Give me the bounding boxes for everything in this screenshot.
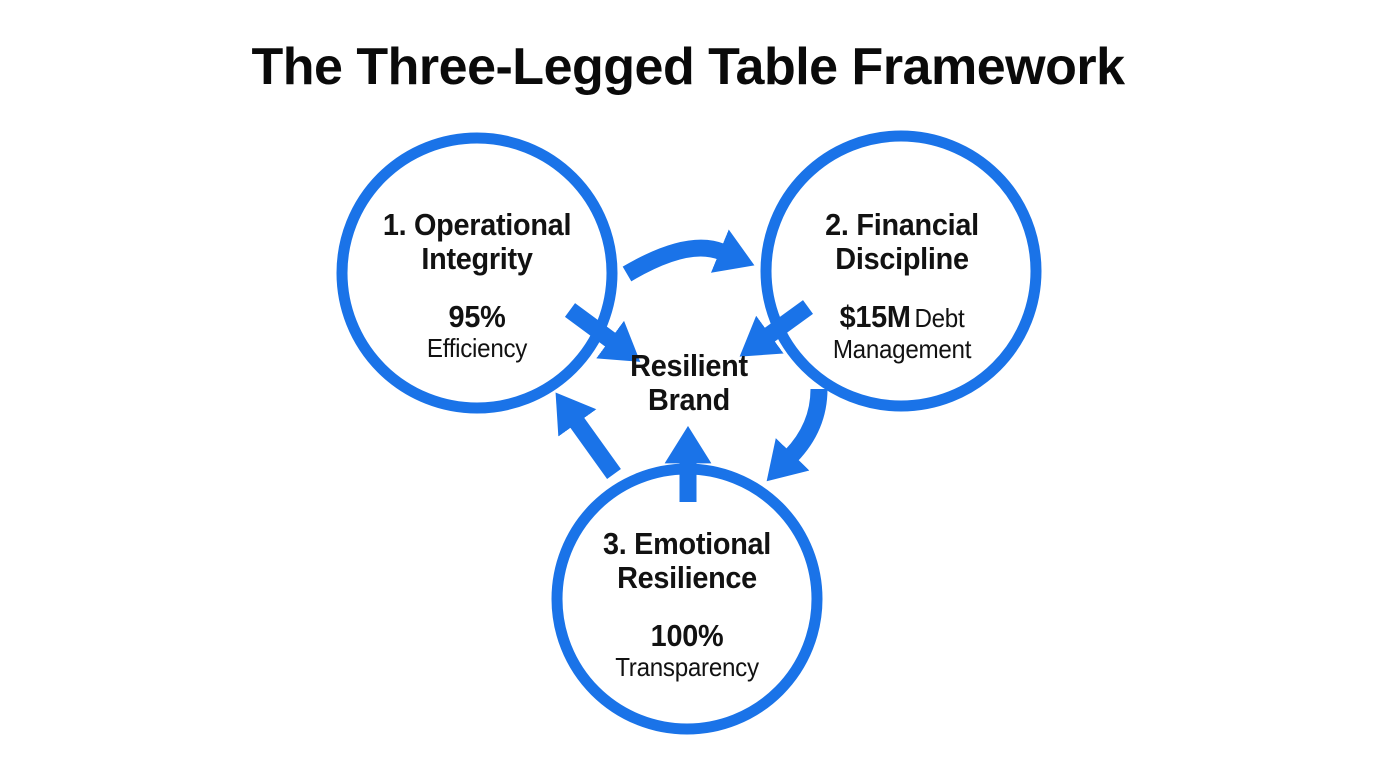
stat-value: 100%: [650, 618, 724, 653]
stat-value: $15M: [839, 299, 911, 334]
node-financial-discipline: 2. Financial Discipline $15M Debt Manage…: [795, 208, 1009, 365]
node-operational-integrity: 1. Operational Integrity 95% Efficiency: [351, 208, 602, 364]
page-title: The Three-Legged Table Framework: [251, 38, 1125, 96]
stat-value: 95%: [448, 299, 506, 334]
node-heading-line2: Resilience: [617, 560, 757, 595]
node-stat: 100% Transparency: [561, 619, 812, 683]
node-emotional-resilience: 3. Emotional Resilience 100% Transparenc…: [561, 527, 812, 683]
node-heading-line1: 2. Financial: [825, 207, 979, 242]
node-heading-line2: Integrity: [421, 241, 533, 276]
node-circle-operational-integrity: [336, 132, 618, 414]
node-heading: 2. Financial Discipline: [795, 208, 1009, 276]
node-heading: 1. Operational Integrity: [351, 208, 602, 276]
arrow-emotional-to-operational-icon: [555, 392, 621, 479]
stat-label: Efficiency: [426, 333, 528, 363]
node-stat: $15M Debt Management: [795, 300, 1009, 365]
node-circle-financial-discipline: [760, 130, 1042, 412]
node-heading-line2: Discipline: [835, 241, 969, 276]
center-label-line1: Resilient: [630, 348, 748, 383]
arrow-financial-to-emotional-icon: [766, 388, 828, 482]
node-heading-line1: 3. Emotional: [602, 526, 772, 561]
node-heading: 3. Emotional Resilience: [561, 527, 812, 595]
stat-label: Debt Management: [832, 303, 972, 364]
center-label-line2: Brand: [648, 382, 730, 417]
stat-label: Transparency: [615, 652, 759, 682]
arrow-financial-to-center-icon: [739, 300, 813, 357]
arrow-operational-to-center-icon: [564, 303, 641, 362]
center-label: Resilient Brand: [587, 349, 792, 417]
node-heading-line1: 1. Operational: [382, 207, 572, 242]
arrow-operational-to-financial-icon: [622, 229, 755, 282]
node-stat: 95% Efficiency: [351, 300, 602, 364]
